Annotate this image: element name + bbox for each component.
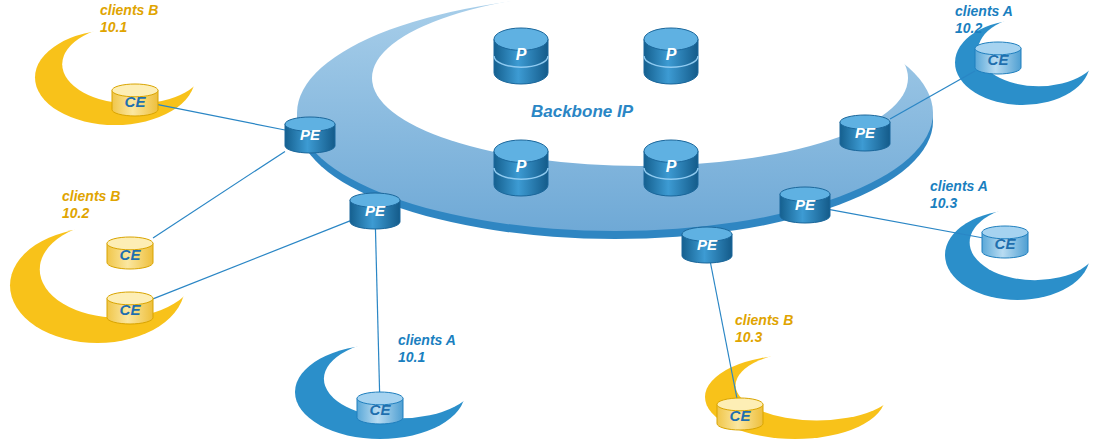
router-label: CE	[125, 93, 146, 110]
site-label: clients A 10.3	[930, 178, 1004, 212]
ce-router: CE	[107, 292, 153, 324]
access-link	[158, 105, 285, 130]
router-label: CE	[120, 301, 141, 318]
router-label: PE	[365, 202, 385, 219]
pe-router: PE	[285, 117, 335, 153]
router-label: CE	[988, 51, 1009, 68]
router-label: PE	[795, 196, 815, 213]
client-site: clients B 10.1CE	[35, 30, 195, 125]
p-router: P	[644, 28, 698, 84]
p-router: P	[644, 140, 698, 196]
p-router: P	[494, 28, 548, 84]
ce-router: CE	[107, 237, 153, 269]
router-label: P	[516, 46, 527, 64]
ce-router: CE	[112, 84, 158, 116]
router-label: CE	[370, 401, 391, 418]
site-label: clients B 10.3	[735, 312, 809, 346]
client-site: clients A 10.2CE	[955, 20, 1090, 105]
pe-router: PE	[350, 193, 400, 229]
router-label: CE	[730, 407, 751, 424]
site-label: clients A 10.2	[955, 3, 1029, 37]
p-router: P	[494, 140, 548, 196]
ce-router: CE	[975, 42, 1021, 74]
pe-router: PE	[840, 115, 890, 151]
backbone-label: Backbone IP	[531, 102, 633, 122]
router-label: P	[666, 46, 677, 64]
site-label: clients B 10.1	[100, 2, 174, 36]
client-site: clients A 10.1CE	[295, 345, 465, 439]
router-label: CE	[995, 235, 1016, 252]
backbone-network: Backbone IPPPPPPEPEPEPEPE	[295, 0, 935, 245]
site-label: clients B 10.2	[62, 188, 136, 222]
site-label: clients A 10.1	[398, 332, 472, 366]
ce-router: CE	[717, 398, 763, 430]
router-label: CE	[120, 246, 141, 263]
router-label: PE	[855, 124, 875, 141]
access-link	[153, 151, 285, 238]
client-site: clients B 10.3CE	[705, 355, 885, 439]
ce-router: CE	[357, 392, 403, 424]
pe-router: PE	[780, 187, 830, 223]
router-label: PE	[697, 236, 717, 253]
site-crescent	[10, 228, 185, 343]
client-site: clients B 10.2CECE	[10, 228, 185, 343]
pe-router: PE	[682, 227, 732, 263]
client-site: clients A 10.3CE	[945, 210, 1090, 300]
router-label: P	[516, 158, 527, 176]
router-label: PE	[300, 126, 320, 143]
ce-router: CE	[982, 226, 1028, 258]
router-label: P	[666, 158, 677, 176]
